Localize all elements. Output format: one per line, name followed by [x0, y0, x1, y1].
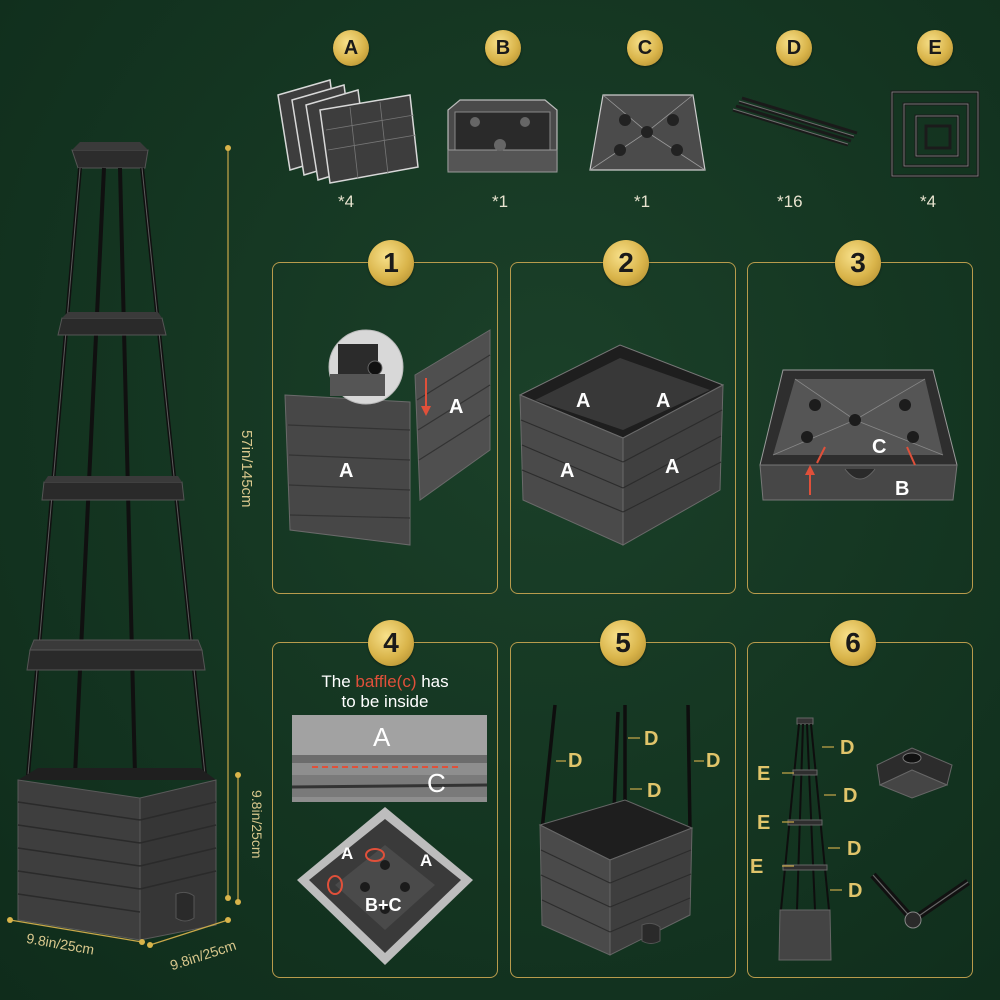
height-dimension-label: 57in/145cm: [238, 430, 255, 508]
box-height-dimension-label: 9.8in/25cm: [249, 790, 265, 859]
step-6-label-e-3: E: [750, 856, 764, 878]
part-d-rods-image: [732, 96, 858, 147]
part-e-badge: E: [917, 30, 953, 66]
step-5-label-d-4: D: [647, 780, 662, 802]
step-2-label-a-4: A: [665, 456, 680, 478]
step-6-label-d-1: D: [840, 737, 855, 759]
step-4-topview-illustration: [297, 807, 473, 965]
part-c-baffle-image: [589, 94, 706, 171]
step-5-label-d-2: D: [644, 728, 659, 750]
step-4-badge: 4: [368, 620, 414, 666]
step-4-topview-label-a-left: A: [341, 844, 354, 863]
step-4-closeup-label-a: A: [373, 722, 391, 752]
step-2-label-a-3: A: [560, 460, 575, 482]
step-6-label-e-1: E: [757, 763, 771, 785]
step-6-tower-illustration: [778, 717, 832, 961]
step-4-closeup-illustration: [291, 715, 488, 802]
step-5-label-d-1: D: [568, 750, 583, 772]
step-5-label-d-3: D: [706, 750, 721, 772]
step-5-illustration: [538, 704, 694, 956]
part-e-qty: *4: [920, 192, 937, 211]
step-4-note-prefix: The: [321, 672, 356, 691]
step-3-illustration: [759, 369, 958, 501]
step-6-leader-lines: [782, 746, 842, 891]
step-2-illustration: [518, 344, 725, 546]
step-2-badge: 2: [603, 240, 649, 286]
part-a-qty: *4: [338, 192, 355, 211]
step-2-label-a-2: A: [656, 390, 671, 412]
step-3-label-b: B: [895, 478, 910, 500]
step-6-badge: 6: [830, 620, 876, 666]
part-a-panels-image: [277, 79, 419, 184]
part-c-qty: *1: [634, 192, 651, 211]
part-d-qty: *16: [777, 192, 803, 211]
step-4-closeup-label-c: C: [427, 768, 446, 798]
step-1-badge: 1: [368, 240, 414, 286]
part-c-badge: C: [627, 30, 663, 66]
step-6-label-d-2: D: [843, 785, 858, 807]
step-1-label-a-left: A: [339, 460, 354, 482]
step-4-topview-label-a-right: A: [420, 851, 433, 870]
step-1-illustration: [284, 329, 491, 546]
step-6-corner-joint-illustration: [870, 872, 970, 929]
part-a-badge: A: [333, 30, 369, 66]
step-2-label-a-1: A: [576, 390, 591, 412]
step-4-topview-label-bc: B+C: [365, 895, 402, 915]
step-4-note-line2: to be inside: [341, 692, 429, 711]
part-b-tray-image: [447, 99, 558, 173]
planter-trellis-image: [7, 142, 241, 948]
step-4-note-suffix: has: [416, 672, 449, 691]
step-3-label-c: C: [872, 436, 887, 458]
step-6-label-d-4: D: [848, 880, 863, 902]
step-4-note-highlight: baffle(c): [355, 672, 417, 691]
step-3-badge: 3: [835, 240, 881, 286]
step-6-corner-piece-illustration: [876, 747, 953, 799]
part-d-badge: D: [776, 30, 812, 66]
step-1-label-a-right: A: [449, 396, 464, 418]
step-6-label-d-3: D: [847, 838, 862, 860]
step-6-label-e-2: E: [757, 812, 771, 834]
step-5-badge: 5: [600, 620, 646, 666]
step-5-leader-lines: [556, 737, 704, 790]
step-4-note: The baffle(c) has to be inside: [290, 672, 480, 712]
part-e-frames-image: [890, 90, 980, 178]
part-b-badge: B: [485, 30, 521, 66]
part-b-qty: *1: [492, 192, 509, 211]
